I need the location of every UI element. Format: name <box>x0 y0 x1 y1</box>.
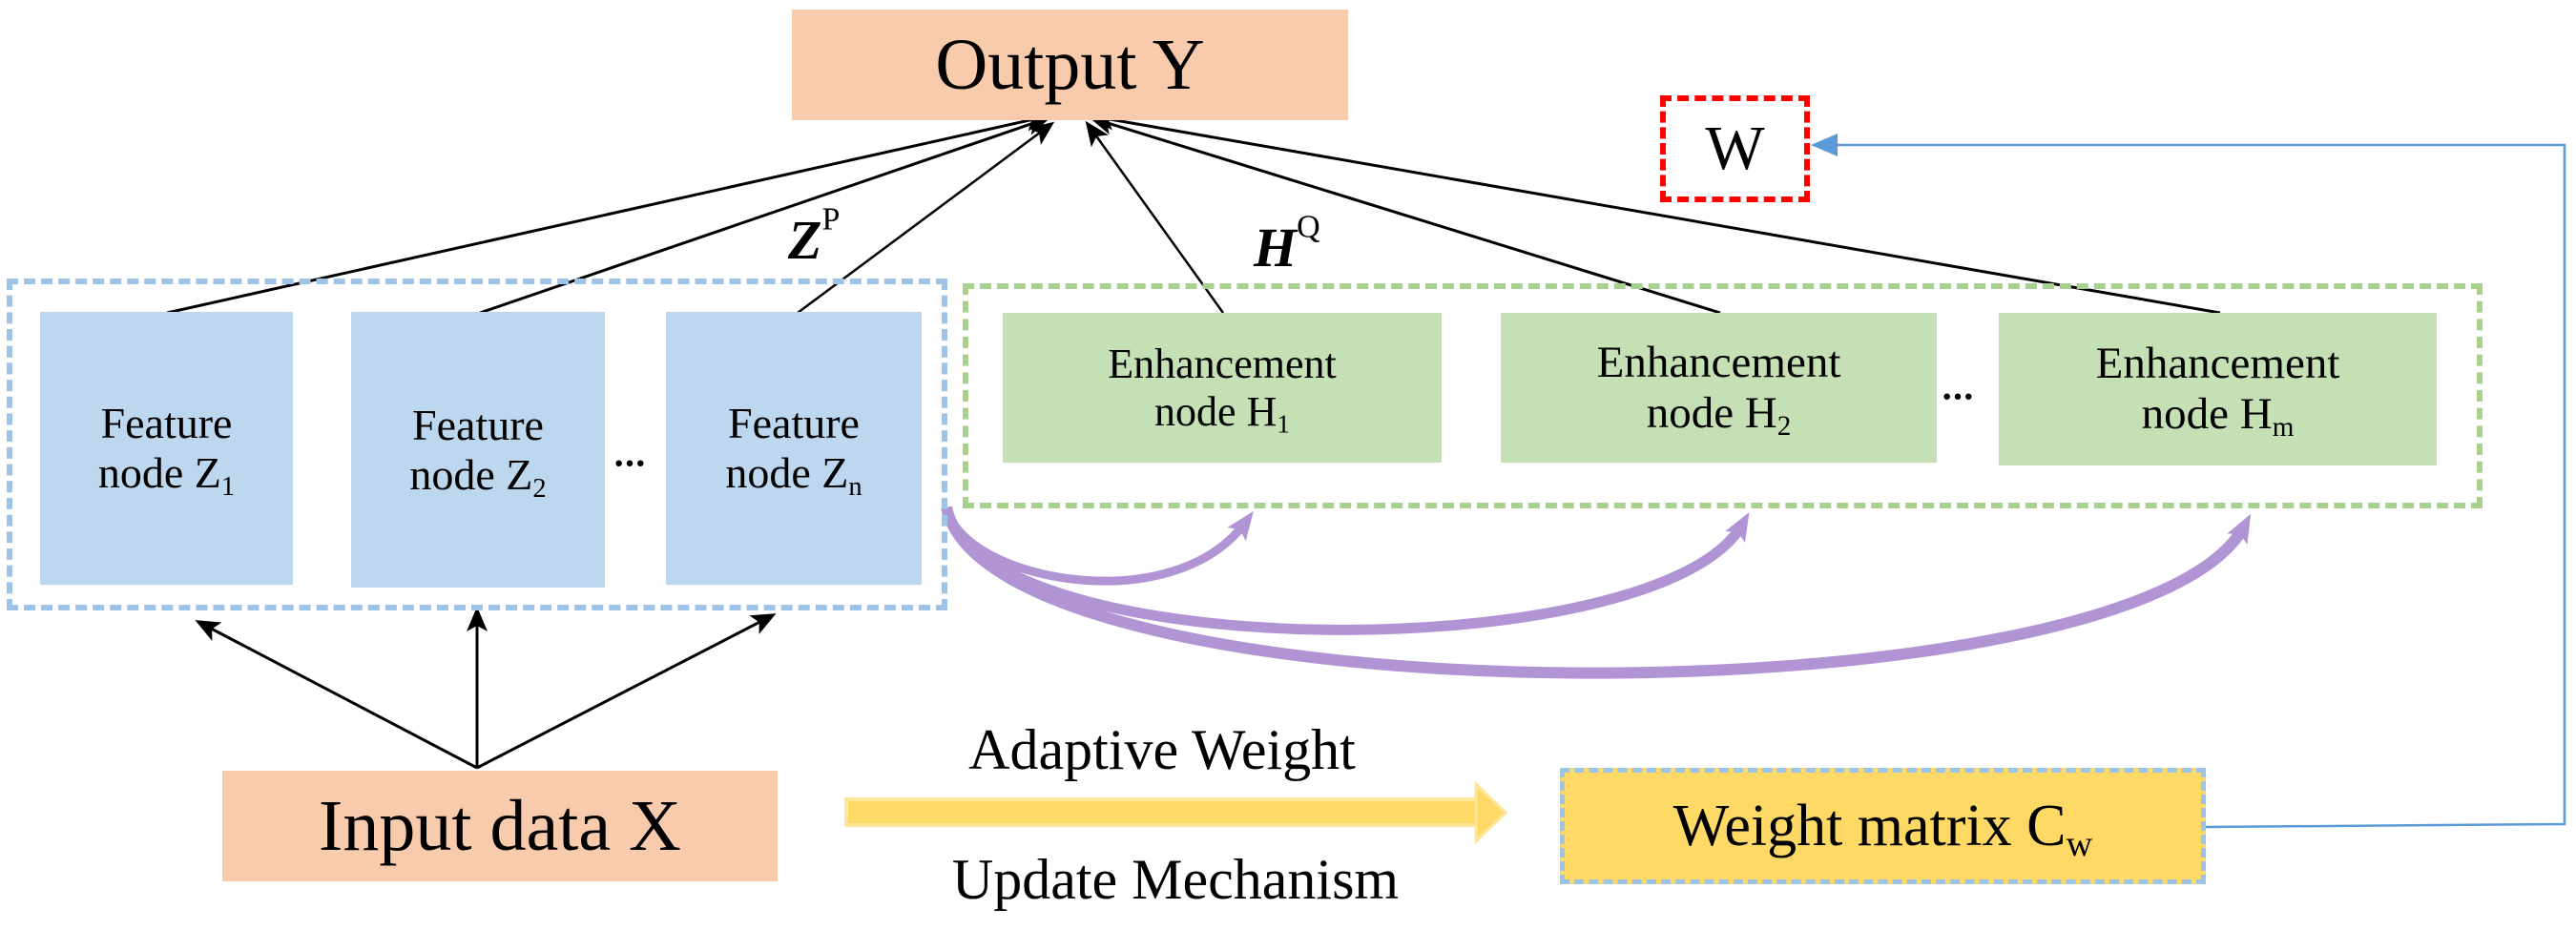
feedback-line <box>1811 134 2566 829</box>
arc-to-h2 <box>941 506 1750 635</box>
weight-matrix-box: Weight matrix Cw <box>1560 768 2206 884</box>
adaptive-weight-arrow <box>844 780 1508 845</box>
output-y-label: Output Y <box>935 24 1205 105</box>
mechanism-label-top: Adaptive Weight <box>968 718 1356 781</box>
enhancement-group-label: HQ <box>1254 209 1320 279</box>
edge-input-to-z1 <box>195 620 478 770</box>
feature-node-z2: Feature node Z2 <box>351 312 605 588</box>
feature-node-group <box>7 279 947 610</box>
weight-w-box: W <box>1660 95 1810 202</box>
weight-matrix-label: Weight matrix Cw <box>1672 793 2093 864</box>
input-data-box: Input data X <box>222 771 778 881</box>
weight-w-label: W <box>1705 114 1765 183</box>
feature-group-label: ZP <box>788 201 841 271</box>
output-y-box: Output Y <box>792 10 1348 120</box>
arc-to-hm <box>941 506 2252 679</box>
mechanism-label-bottom: Update Mechanism <box>951 848 1400 911</box>
edge-h1-to-output <box>1085 120 1225 314</box>
enhancement-node-h2: Enhancement node H2 <box>1501 313 1937 463</box>
feature-ellipsis: ··· <box>613 442 647 485</box>
input-data-label: Input data X <box>319 785 681 866</box>
edge-input-to-zn <box>476 613 777 770</box>
enhancement-node-hm: Enhancement node Hm <box>1999 313 2437 465</box>
enhancement-node-group <box>963 283 2483 508</box>
feature-node-zn: Feature node Zn <box>666 312 922 585</box>
edge-h2-to-output <box>1089 114 1721 315</box>
enhancement-ellipsis: ··· <box>1941 375 1975 418</box>
enhancement-node-h1: Enhancement node H1 <box>1003 313 1442 463</box>
feature-node-z1: Feature node Z1 <box>40 312 293 585</box>
edge-hm-to-output <box>1090 109 2221 315</box>
